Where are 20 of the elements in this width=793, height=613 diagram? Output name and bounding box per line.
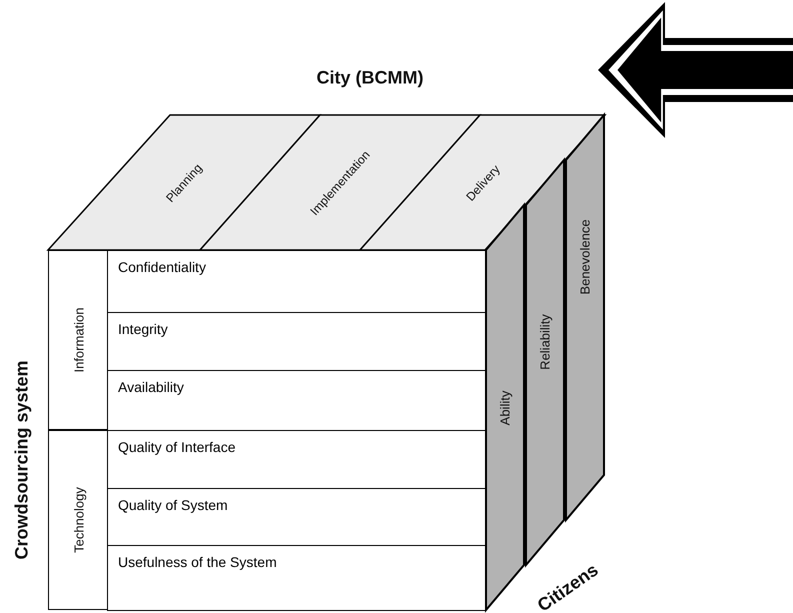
group-cell [48, 250, 109, 430]
strip-label: Reliability [538, 314, 552, 370]
axis-label: City (BCMM) [316, 68, 424, 88]
row-label: Quality of System [118, 497, 228, 513]
table-row [107, 545, 486, 611]
axis-label: Crowdsourcing system [12, 360, 32, 560]
row-label: Integrity [118, 321, 168, 337]
side-strip [565, 115, 605, 520]
table-row [107, 250, 486, 313]
row-label: Confidentiality [118, 259, 206, 275]
side-strip [485, 205, 525, 610]
group-label: Technology [71, 487, 86, 553]
strip-label: Ability [498, 390, 512, 425]
row-label: Availability [118, 379, 184, 395]
side-strip [525, 160, 565, 565]
row-label: Usefulness of the System [118, 554, 277, 570]
row-label: Quality of Interface [118, 439, 236, 455]
group-cell [48, 430, 109, 610]
strip-label: Benevolence [578, 219, 592, 294]
group-label: Information [71, 307, 86, 373]
